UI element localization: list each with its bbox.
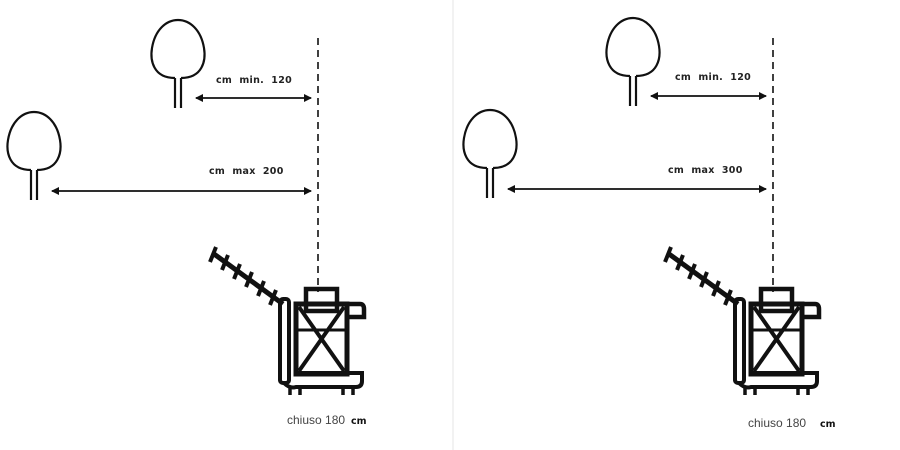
closed-height-caption: chiuso 180 — [287, 413, 345, 427]
max-distance-label: cm max 300 — [668, 165, 743, 176]
panel-max-200: cm min. 120 cm max 200 chiuso 180 cm — [6, 18, 367, 427]
tree-icon — [605, 16, 661, 108]
tree-icon — [462, 108, 518, 200]
min-distance-label: cm min. 120 — [675, 72, 751, 83]
closed-height-unit: cm — [351, 416, 367, 427]
closed-height-unit: cm — [820, 419, 836, 430]
panel-max-300: cm min. 120 cm max 300 chiuso 180 cm — [462, 16, 836, 430]
tree-icon — [6, 110, 62, 202]
max-distance-label: cm max 200 — [209, 166, 284, 177]
closed-height-caption: chiuso 180 — [748, 416, 806, 430]
min-distance-label: cm min. 120 — [216, 75, 292, 86]
tree-icon — [150, 18, 206, 110]
hedge-trimmer-icon — [210, 247, 364, 395]
hedge-trimmer-icon — [665, 247, 819, 395]
